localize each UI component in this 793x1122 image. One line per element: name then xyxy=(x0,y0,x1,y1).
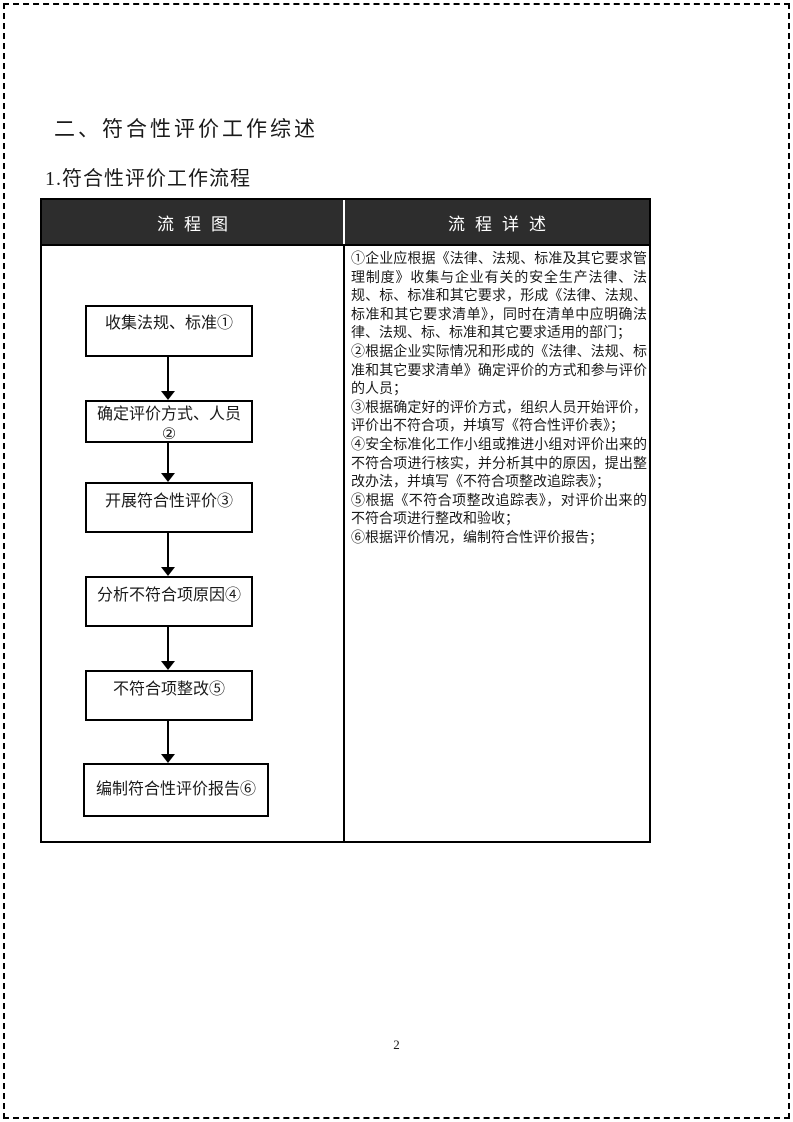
detail-item-3: ③根据确定好的评价方式，组织人员开始评价，评价出不符合项，并填写《符合性评价表》… xyxy=(351,400,647,435)
subsection-title: 1.符合性评价工作流程 xyxy=(45,168,251,190)
flow-arrow-line-2 xyxy=(167,443,169,473)
flow-step-2: 确定评价方式、人员 ② xyxy=(85,400,253,443)
flow-step-4: 分析不符合项原因④ xyxy=(85,576,253,627)
flow-step-1: 收集法规、标准① xyxy=(85,305,253,357)
table-header-flowchart: 流程图 xyxy=(42,200,343,244)
flow-step-2-label-line2: ② xyxy=(161,426,177,443)
table-header-row: 流程图 流程详述 xyxy=(42,200,649,246)
flow-step-3: 开展符合性评价③ xyxy=(85,482,253,533)
flow-step-3-label: 开展符合性评价③ xyxy=(104,493,233,510)
flow-arrowhead-icon xyxy=(161,391,175,400)
flow-step-6-label: 编制符合性评价报告⑥ xyxy=(95,781,256,798)
process-details: ①企业应根据《法律、法规、标准及其它要求管理制度》收集与企业有关的安全生产法律、… xyxy=(351,251,647,549)
flow-arrow-line-1 xyxy=(167,357,169,391)
detail-item-6: ⑥根据评价情况，编制符合性评价报告； xyxy=(351,530,603,546)
flow-arrow-line-4 xyxy=(167,627,169,661)
flow-step-1-label: 收集法规、标准① xyxy=(104,315,233,332)
process-table: 流程图 流程详述 xyxy=(40,198,651,843)
flow-step-2-label: 确定评价方式、人员 xyxy=(96,406,241,423)
table-header-details: 流程详述 xyxy=(345,200,649,244)
flow-step-6: 编制符合性评价报告⑥ xyxy=(83,763,269,817)
detail-item-2: ②根据企业实际情况和形成的《法律、法规、标准和其它要求清单》确定评价的方式和参与… xyxy=(351,344,647,398)
table-header-gap xyxy=(343,200,345,244)
detail-item-1: ①企业应根据《法律、法规、标准及其它要求管理制度》收集与企业有关的安全生产法律、… xyxy=(351,252,647,342)
flow-step-5-label: 不符合项整改⑤ xyxy=(112,681,225,698)
flow-arrowhead-icon xyxy=(161,754,175,763)
flow-step-4-label: 分析不符合项原因④ xyxy=(96,587,241,604)
flow-arrowhead-icon xyxy=(161,661,175,670)
flow-arrow-line-3 xyxy=(167,533,169,567)
flow-arrowhead-icon xyxy=(161,567,175,576)
page-number: 2 xyxy=(393,1037,400,1052)
flow-arrowhead-icon xyxy=(161,473,175,482)
flow-arrow-line-5 xyxy=(167,721,169,754)
table-column-divider xyxy=(343,246,345,841)
section-title: 二、符合性评价工作综述 xyxy=(54,117,318,141)
flow-step-5: 不符合项整改⑤ xyxy=(85,670,253,721)
detail-item-4: ④安全标准化工作小组或推进小组对评价出来的不符合项进行核实，并分析其中的原因，提… xyxy=(351,437,647,491)
page-dashed-border xyxy=(3,3,790,1119)
detail-item-5: ⑤根据《不符合项整改追踪表》，对评价出来的不符合项进行整改和验收； xyxy=(351,493,647,528)
